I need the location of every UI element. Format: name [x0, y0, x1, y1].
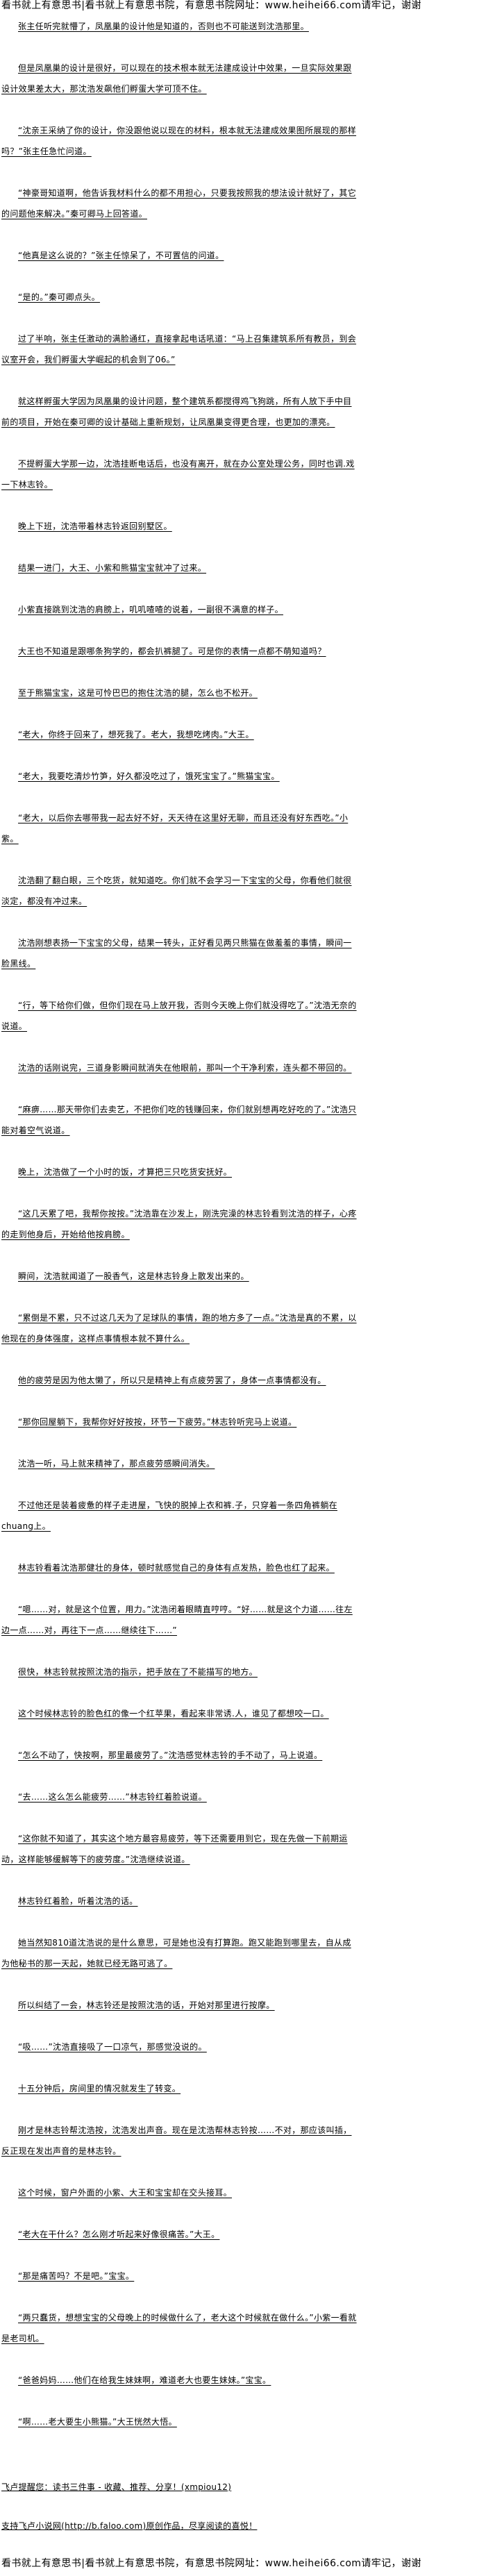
paragraph: 沈浩刚想表扬一下宝宝的父母，结果一转头，正好看见两只熊猫在做羞羞的事情，瞬间一脸…	[1, 938, 352, 969]
paragraph: “老大在干什么？怎么刚才听起来好像很痛苦。”大王。	[18, 2230, 220, 2239]
paragraph: “麻痹……那天带你们去卖艺，不把你们吃的钱赚回来，你们就别想再吃好吃的了。”沈浩…	[1, 1105, 357, 1135]
paragraph: “那你回屋躺下，我帮你好好按按，环节一下疲劳。”林志铃听完马上说道。	[18, 1417, 297, 1427]
paragraph: “这几天累了吧，我帮你按按。”沈浩靠在沙发上，刚洗完澡的林志铃看到沈浩的样子，心…	[1, 1209, 357, 1239]
paragraph: “是的。”秦可卿点头。	[18, 292, 100, 302]
paragraph: 但是凤凰巢的设计是很好，可以现在的技术根本就无法建成设计中效果，一旦实际效果跟设…	[1, 63, 352, 94]
paragraph: “去……这么怎么能疲劳……”林志铃红着脸说道。	[18, 1792, 207, 1802]
paragraph: 瞬间，沈浩就闻道了一股香气，这是林志铃身上散发出来的。	[18, 1271, 249, 1281]
paragraph: 大王也不知道是跟哪条狗学的，都会扒裤腿了。可是你的表情一点都不萌知道吗？	[18, 646, 326, 656]
paragraph: 林志铃看着沈浩那健壮的身体，顿时就感觉自己的身体有点发热，脸色也红了起来。	[18, 1563, 335, 1573]
paragraph: “吸……”沈浩直接吸了一口凉气，那感觉没说的。	[18, 2042, 207, 2052]
chapter-body: 张主任听完就懵了，凤凰巢的设计他是知道的，否则也不可能送到沈浩那里。 但是凤凰巢…	[1, 16, 357, 2453]
site-banner-top: 看书就上有意思书|看书就上有意思书院，有意思书院网址：www.heihei66.…	[1, 0, 421, 11]
paragraph: 所以纠结了一会，林志铃还是按照沈浩的话，开始对那里进行按摩。	[18, 2000, 275, 2010]
paragraph: 就这样孵蛋大学因为凤凰巢的设计问题，整个建筑系都搅得鸡飞狗跳，所有人放下手中目前…	[1, 396, 352, 427]
paragraph: 这个时候，窗户外面的小紫、大王和宝宝却在交头接耳。	[18, 2188, 233, 2198]
paragraph: 林志铃红着脸，听着沈浩的话。	[18, 1896, 138, 1906]
paragraph: “神豪哥知道啊，他告诉我材料什么的都不用担心，只要我按照我的想法设计就好了，其它…	[1, 188, 357, 219]
paragraph: “嗯……对，就是这个位置，用力。”沈浩闭着眼睛直哼哼。“好……就是这个力道……往…	[1, 1605, 353, 1635]
paragraph: 晚上，沈浩做了一个小时的饭，才算把三只吃货安抚好。	[18, 1167, 233, 1177]
paragraph: “老大，你终于回来了，想死我了。老大，我想吃烤肉。”大王。	[18, 730, 254, 739]
paragraph: “行，等下给你们做，但你们现在马上放开我，否则今天晚上你们就没得吃了。”沈浩无奈…	[1, 1001, 357, 1031]
paragraph: “爸爸妈妈……他们在给我生妹妹啊，难道老大也要生妹妹。”宝宝。	[18, 2375, 271, 2385]
paragraph: 小紫直接跳到沈浩的肩膀上，叽叽喳喳的说着，一副很不满意的样子。	[18, 605, 283, 614]
paragraph: “老大，我要吃清炒竹笋，好久都没吃过了，饿死宝宝了。”熊猫宝宝。	[18, 771, 280, 781]
site-banner-bottom: 看书就上有意思书|看书就上有意思书院，有意思书院网址：www.heihei66.…	[1, 2558, 421, 2569]
paragraph: 晚上下班，沈浩带着林志铃返回别墅区。	[18, 521, 172, 531]
paragraph: 十五分钟后，房间里的情况就发生了转变。	[18, 2084, 181, 2093]
paragraph: 沈浩翻了翻白眼，三个吃货，就知道吃。你们就不会学习一下宝宝的父母，你看他们就很淡…	[1, 876, 352, 906]
paragraph: 张主任听完就懵了，凤凰巢的设计他是知道的，否则也不可能送到沈浩那里。	[18, 22, 309, 31]
paragraph: 很快，林志铃就按照沈浩的指示，把手放在了不能描写的地方。	[18, 1667, 258, 1677]
paragraph: 她当然知810道沈浩说的是什么意思，可是她也没有打算跑。跑又能跑到哪里去，自从成…	[1, 1938, 351, 1968]
paragraph: “沈亲王采纳了你的设计，你没跟他说以现在的材料，根本就无法建成效果图所展现的那样…	[1, 126, 357, 156]
paragraph: 不提孵蛋大学那一边，沈浩挂断电话后，也没有离开，就在办公室处理公务，同时也调.戏…	[1, 459, 355, 490]
paragraph: 至于熊猫宝宝，这是可怜巴巴的抱住沈浩的腿，怎么也不松开。	[18, 688, 258, 698]
paragraph: 沈浩一听，马上就来精神了，那点疲劳感瞬间消失。	[18, 1459, 215, 1469]
paragraph: “两只蠢货，想想宝宝的父母晚上的时候做什么了，老大这个时候就在做什么。”小紫一看…	[1, 2313, 357, 2343]
support-faloo-link[interactable]: 支持飞卢小说网(http://b.faloo.com)原创作品，尽享阅读的喜悦！	[1, 2521, 258, 2531]
paragraph: 结果一进门，大王、小紫和熊猫宝宝就冲了过来。	[18, 563, 207, 573]
paragraph: “那是痛苦吗？不是吧。”宝宝。	[18, 2271, 135, 2281]
paragraph: “他真是这么说的？”张主任惊呆了，不可置信的问道。	[18, 251, 224, 260]
paragraph: 这个时候林志铃的脸色红的像一个红苹果，看起来非常诱.人，谁见了都想咬一口。	[18, 1709, 329, 1718]
paragraph: 沈浩的话刚说完，三道身影瞬间就消失在他眼前，那叫一个干净利索，连头都不带回的。	[18, 1063, 352, 1073]
paragraph: 过了半响，张主任激动的满脸通红，直接拿起电话吼道：“马上召集建筑系所有教员，到会…	[1, 334, 357, 365]
paragraph: “老大，以后你去哪带我一起去好不好，天天待在这里好无聊，而且还没有好东西吃。”小…	[1, 813, 349, 844]
paragraph: “这你就不知道了，其实这个地方最容易疲劳，等下还需要用到它，现在先做一下前期运动…	[1, 1834, 348, 1864]
reading-reminder: 飞卢提醒您：读书三件事 - 收藏、推荐、分享！(xmpiou12)	[1, 2482, 232, 2492]
paragraph: 不过他还是装着疲惫的样子走进屋，飞快的脱掉上衣和裤.子，只穿着一条四角裤躺在ch…	[1, 1500, 337, 1531]
paragraph: “累倒是不累，只不过这几天为了足球队的事情，跑的地方多了一点。”沈浩是真的不累，…	[1, 1313, 357, 1344]
paragraph: 刚才是林志铃帮沈浩按，沈浩发出声音。现在是沈浩帮林志铃按……不对，那应该叫插，反…	[1, 2125, 352, 2156]
paragraph: “怎么不动了，快按啊，那里最疲劳了。”沈浩感觉林志铃的手不动了，马上说道。	[18, 1750, 323, 1760]
paragraph: “啊……老大要生小熊猫。”大王恍然大悟。	[18, 2417, 177, 2427]
paragraph: 他的疲劳是因为他太懒了，所以只是精神上有点疲劳罢了，身体一点事情都没有。	[18, 1375, 326, 1385]
